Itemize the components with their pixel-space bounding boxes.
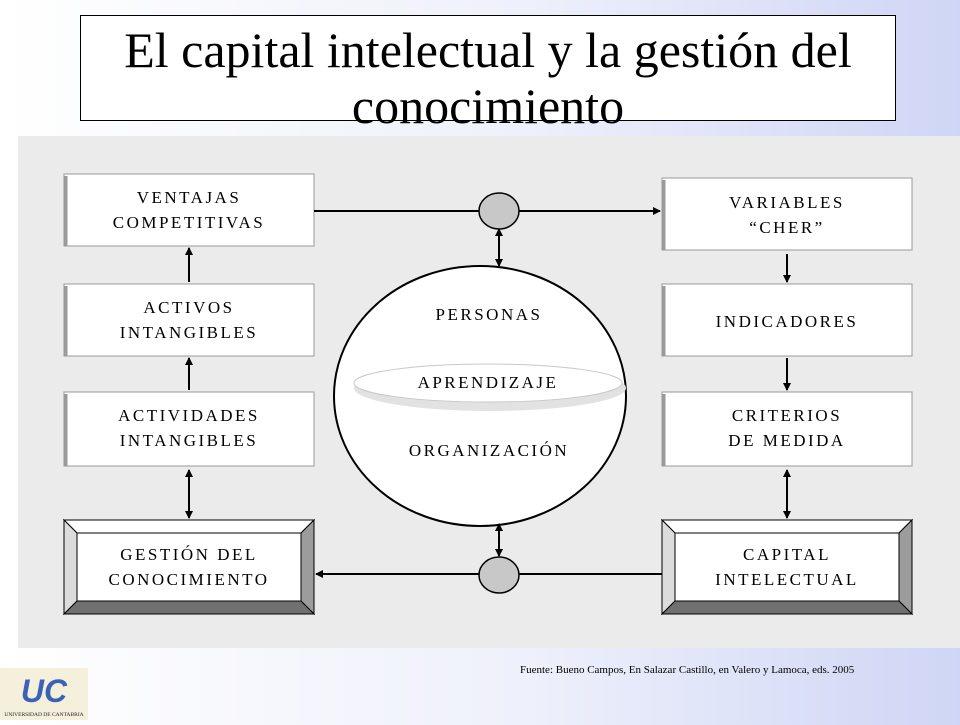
box-line: VARIABLES xyxy=(729,193,845,212)
box-line: GESTIÓN DEL xyxy=(120,545,258,564)
university-logo: UC UNIVERSIDAD DE CANTABRIA xyxy=(0,668,88,720)
aprendizaje-ring xyxy=(353,363,623,403)
box-line: INTANGIBLES xyxy=(120,431,259,450)
box-line: INTANGIBLES xyxy=(120,323,259,342)
box-line: DE MEDIDA xyxy=(728,431,845,450)
box-indicadores: INDICADORES xyxy=(661,283,913,357)
junction-node-bottom xyxy=(478,556,520,594)
box-actividades-intangibles: ACTIVIDADES INTANGIBLES xyxy=(63,391,315,467)
box-line: INTELECTUAL xyxy=(715,570,859,589)
box-activos-intangibles: ACTIVOS INTANGIBLES xyxy=(63,283,315,357)
page-title: El capital intelectual y la gestión del … xyxy=(124,22,852,134)
box-line: ACTIVIDADES xyxy=(118,406,260,425)
source-citation: Fuente: Bueno Campos, En Salazar Castill… xyxy=(520,664,855,676)
label-organizacion: ORGANIZACIÓN xyxy=(409,441,569,460)
box-line: CRITERIOS xyxy=(732,406,842,425)
box-capital-intelectual: CAPITAL INTELECTUAL xyxy=(660,518,914,616)
logo-mark: UC xyxy=(21,673,68,709)
box-line: CAPITAL xyxy=(743,545,831,564)
label-aprendizaje: APRENDIZAJE xyxy=(418,373,559,392)
logo-subtitle: UNIVERSIDAD DE CANTABRIA xyxy=(4,712,83,718)
label-personas: PERSONAS xyxy=(436,305,543,324)
box-ventajas-competitivas: VENTAJAS COMPETITIVAS xyxy=(63,173,315,247)
box-criterios-de-medida: CRITERIOS DE MEDIDA xyxy=(661,391,913,467)
uc-logo-icon: UC UNIVERSIDAD DE CANTABRIA xyxy=(4,673,83,718)
box-line: “CHER” xyxy=(749,218,824,237)
box-gestion-del-conocimiento: GESTIÓN DEL CONOCIMIENTO xyxy=(62,518,316,616)
box-line: INDICADORES xyxy=(716,312,859,331)
box-line: VENTAJAS xyxy=(137,188,242,207)
box-line: COMPETITIVAS xyxy=(113,213,265,232)
junction-node-top xyxy=(478,192,520,230)
box-line: ACTIVOS xyxy=(143,298,234,317)
box-variables-cher: VARIABLES “CHER” xyxy=(661,177,913,251)
title-box xyxy=(80,15,896,121)
box-line: CONOCIMIENTO xyxy=(109,570,270,589)
